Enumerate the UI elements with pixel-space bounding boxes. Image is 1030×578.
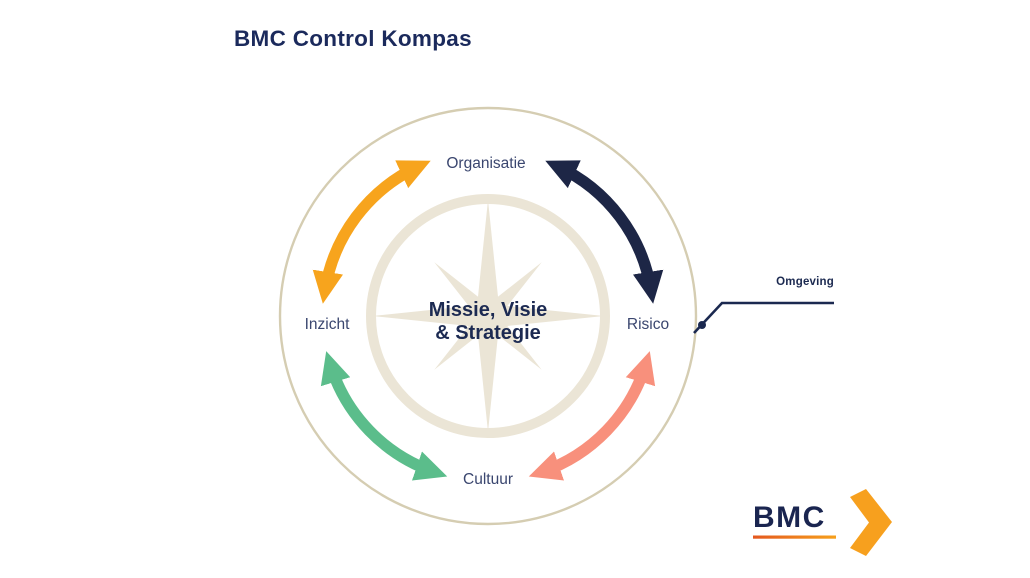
callout-leader-line [693, 301, 834, 334]
node-label-risico: Risico [626, 316, 670, 333]
center-label-line2: & Strategie [435, 322, 541, 344]
bmc-logo-marks [753, 489, 892, 556]
cycle-arrows [312, 160, 664, 481]
center-label-line1: Missie, Visie [428, 299, 548, 321]
bmc-chevron-icon [850, 489, 892, 556]
bmc-logo-text: BMC [753, 501, 826, 534]
bmc-underline [753, 535, 836, 539]
node-label-cultuur: Cultuur [463, 471, 513, 488]
center-label: Missie, Visie & Strategie [429, 299, 548, 345]
callout-anchor-dot [698, 321, 706, 329]
page-title: BMC Control Kompas [234, 26, 472, 51]
arrow-cultuur-inzicht [320, 351, 448, 481]
callout-label-omgeving: Omgeving [776, 276, 834, 288]
arrow-inzicht-organisatie [312, 160, 431, 304]
arrow-risico-cultuur [528, 351, 656, 481]
node-label-inzicht: Inzicht [304, 316, 350, 333]
omgeving-callout [693, 301, 834, 334]
compass-ring [366, 194, 610, 438]
compass-rose-icon [372, 200, 604, 432]
node-label-organisatie: Organisatie [446, 155, 526, 172]
arrow-organisatie-risico [545, 160, 664, 304]
